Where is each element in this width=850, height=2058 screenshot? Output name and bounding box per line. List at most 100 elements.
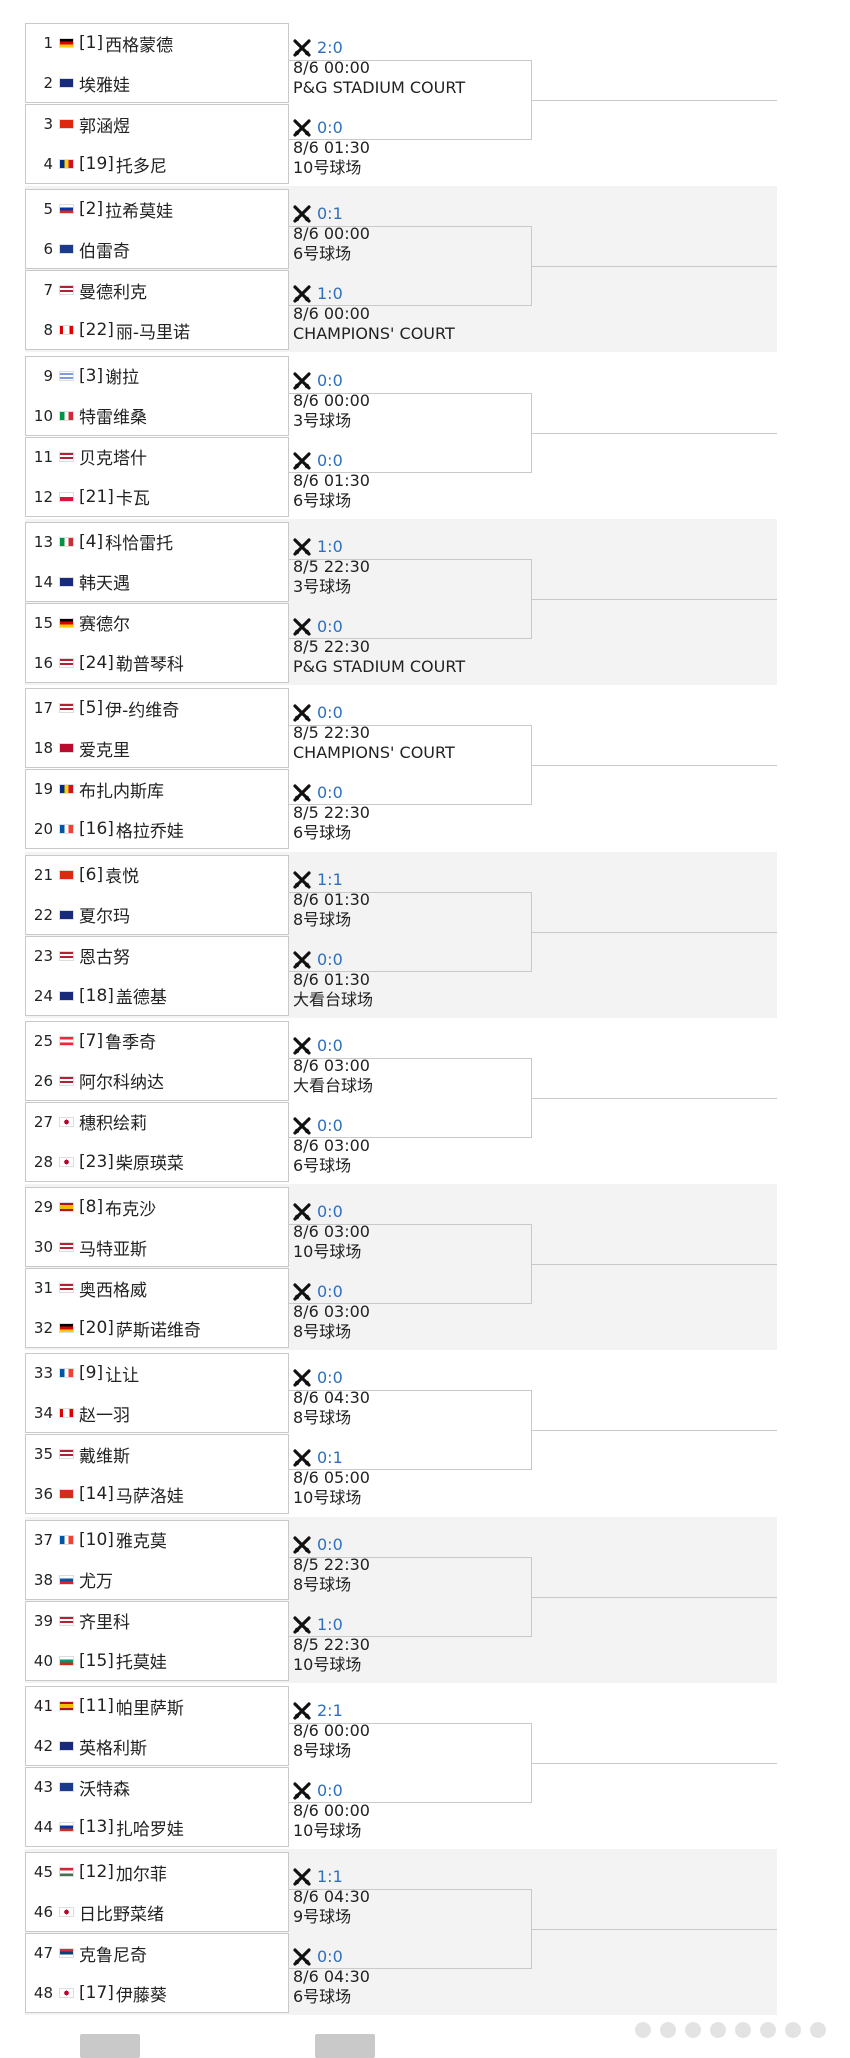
player-row[interactable]: 41[11]帕里萨斯 — [25, 1686, 289, 1726]
match-score[interactable]: 0:0 — [317, 1534, 343, 1554]
match-score[interactable]: 0:1 — [317, 204, 343, 224]
match-score[interactable]: 1:1 — [317, 869, 343, 889]
player-row[interactable]: 4[19]托多尼 — [25, 144, 289, 184]
player-row[interactable]: 40[15]托莫娃 — [25, 1641, 289, 1681]
match-score[interactable]: 0:0 — [317, 1115, 343, 1135]
thumbnail[interactable] — [80, 2034, 140, 2058]
player-row[interactable]: 20[16]格拉乔娃 — [25, 809, 289, 849]
pager-dot[interactable] — [735, 2022, 751, 2038]
match-score[interactable]: 0:0 — [317, 783, 343, 803]
player-row[interactable]: 28[23]柴原瑛菜 — [25, 1142, 289, 1182]
player-row[interactable]: 32[20]萨斯诺维奇 — [25, 1308, 289, 1348]
match-score[interactable]: 0:0 — [317, 450, 343, 470]
match-score[interactable]: 0:0 — [317, 1781, 343, 1800]
pager-dot[interactable] — [710, 2022, 726, 2038]
player-row[interactable]: 33[9]让让 — [25, 1353, 289, 1393]
thumbnail[interactable] — [315, 2034, 375, 2058]
player-row[interactable]: 9[3]谢拉 — [25, 356, 289, 396]
match-score[interactable]: 0:0 — [317, 949, 343, 969]
match-score[interactable]: 2:1 — [317, 1701, 343, 1720]
player-row[interactable]: 1[1]西格蒙德 — [25, 23, 289, 63]
player-row[interactable]: 25[7]鲁季奇 — [25, 1021, 289, 1061]
match-score[interactable]: 0:0 — [317, 703, 343, 723]
pager-dot[interactable] — [635, 2022, 651, 2038]
player-row[interactable]: 21[6]袁悦 — [25, 855, 289, 895]
player-row[interactable]: 36[14]马萨洛娃 — [25, 1474, 289, 1514]
player-row[interactable]: 24[18]盖德基 — [25, 976, 289, 1016]
match-score[interactable]: 0:0 — [317, 370, 343, 390]
pager-dot[interactable] — [810, 2022, 826, 2038]
match-score[interactable]: 1:1 — [317, 1867, 343, 1887]
match-score[interactable]: 0:0 — [317, 1035, 343, 1055]
match-score[interactable]: 1:0 — [317, 1614, 343, 1634]
match-score[interactable]: 0:0 — [317, 1282, 343, 1302]
match-score[interactable]: 0:0 — [317, 1202, 343, 1222]
match-score[interactable]: 0:0 — [317, 616, 343, 636]
player-row[interactable]: 29[8]布克沙 — [25, 1187, 289, 1227]
player-row[interactable]: 12[21]卡瓦 — [25, 477, 289, 517]
player-row[interactable]: 17[5]伊-约维奇 — [25, 688, 289, 728]
player-row[interactable]: 48[17]伊藤葵 — [25, 1973, 289, 2013]
pager-dot[interactable] — [785, 2022, 801, 2038]
match-score[interactable]: 0:0 — [317, 118, 343, 137]
match-score[interactable]: 0:0 — [317, 1947, 343, 1967]
match-score[interactable]: 1:0 — [317, 284, 343, 304]
pager-dot[interactable] — [685, 2022, 701, 2038]
player-row[interactable]: 45[12]加尔菲 — [25, 1852, 289, 1892]
player-row[interactable]: 13[4]科恰雷托 — [25, 522, 289, 562]
match-score[interactable]: 2:0 — [317, 38, 343, 57]
player-row[interactable]: 16[24]勒普琴科 — [25, 643, 289, 683]
player-row[interactable]: 5[2]拉希莫娃 — [25, 189, 289, 229]
pager-dot[interactable] — [760, 2022, 776, 2038]
match-score[interactable]: 1:0 — [317, 536, 343, 556]
pager-dot[interactable] — [660, 2022, 676, 2038]
match-score[interactable]: 0:1 — [317, 1448, 343, 1468]
